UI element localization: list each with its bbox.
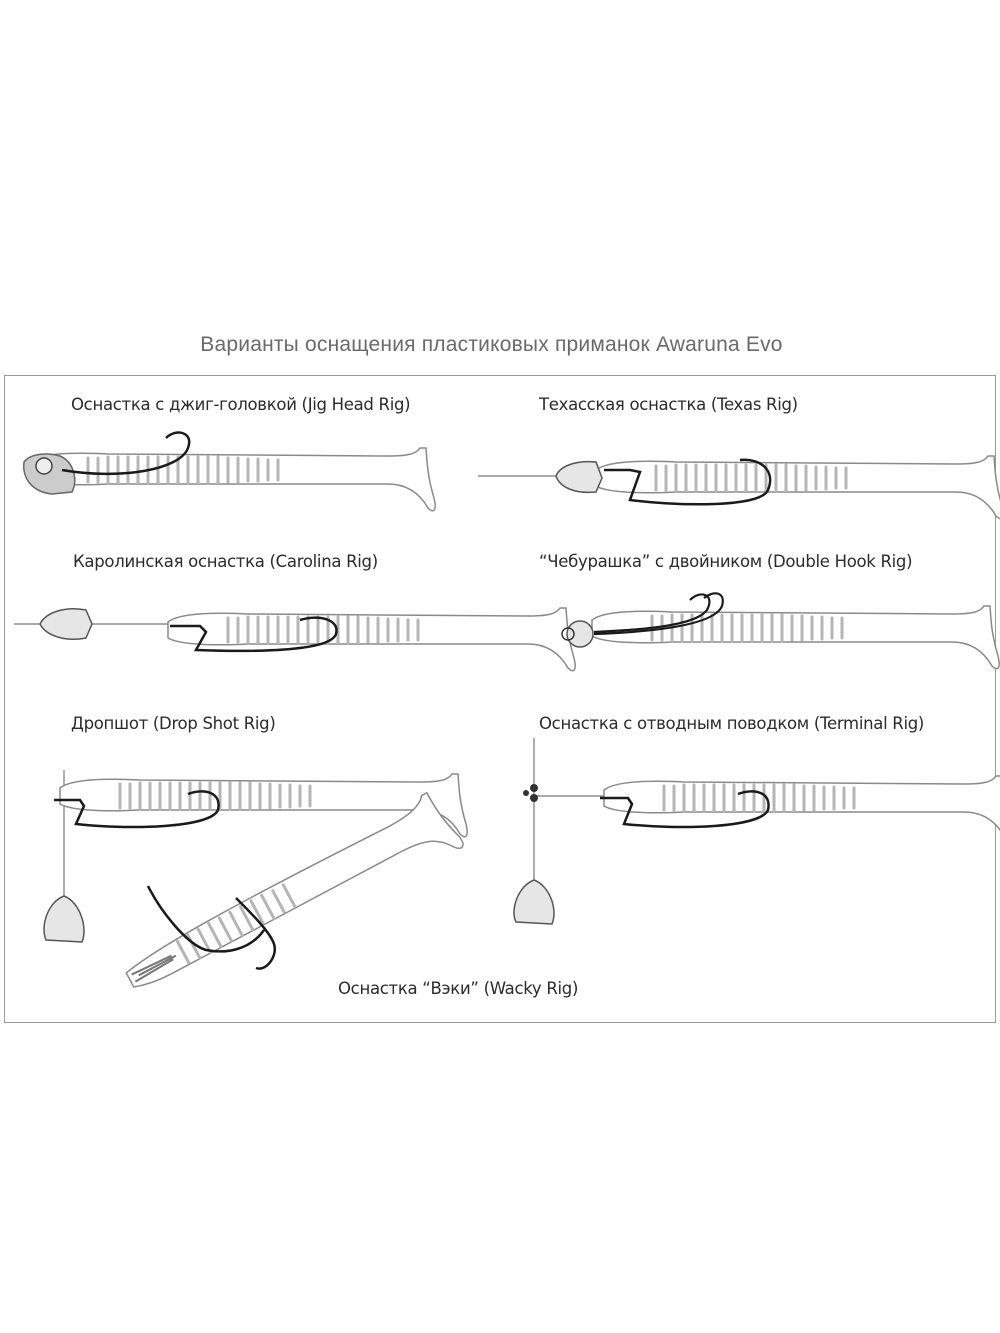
drop-shot-weight xyxy=(43,895,85,943)
carolina-weight xyxy=(39,608,93,640)
diagram-frame xyxy=(4,375,996,1023)
label-drop-shot-rig: Дропшот (Drop Shot Rig) xyxy=(71,714,276,733)
label-jig-head-rig: Оснастка с джиг-головкой (Jig Head Rig) xyxy=(71,395,411,414)
wacky-hook-left xyxy=(146,885,266,953)
label-carolina-rig: Каролинская оснастка (Carolina Rig) xyxy=(73,552,378,571)
label-double-hook-rig: “Чебурашка” с двойником (Double Hook Rig… xyxy=(539,552,913,571)
wacky-rig xyxy=(125,791,464,988)
label-texas-rig: Техасская оснастка (Texas Rig) xyxy=(539,395,798,414)
double-hook-rig xyxy=(561,592,1000,671)
label-wacky-rig: Оснастка “Вэки” (Wacky Rig) xyxy=(338,979,579,998)
offset-hook xyxy=(54,790,220,829)
hook xyxy=(61,431,191,476)
double-hook xyxy=(593,593,711,634)
cheburashka-weight xyxy=(566,620,594,648)
offset-hook xyxy=(600,790,770,829)
offset-hook xyxy=(604,458,772,506)
carolina-rig xyxy=(14,606,577,673)
jig-head-rig xyxy=(23,431,437,513)
wacky-hook-right xyxy=(235,897,277,970)
label-terminal-rig: Оснастка с отводным поводком (Terminal R… xyxy=(539,714,925,733)
terminal-rig xyxy=(513,738,1000,925)
offset-hook xyxy=(170,616,338,653)
bullet-weight xyxy=(555,460,603,494)
texas-rig xyxy=(478,454,1000,521)
page-title: Варианты оснащения пластиковых приманок … xyxy=(200,333,783,356)
terminal-weight xyxy=(513,879,555,925)
drop-shot-rig xyxy=(43,770,469,943)
